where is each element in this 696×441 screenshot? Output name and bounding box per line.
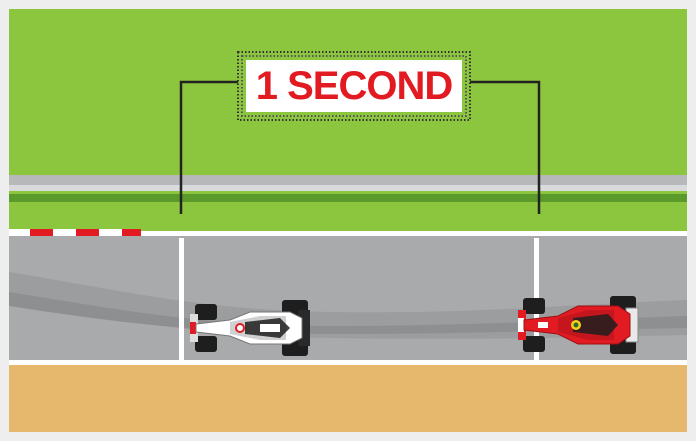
- gap-label: 1 SECOND: [236, 50, 472, 122]
- verge-band: [9, 175, 687, 185]
- kerb: [9, 229, 141, 236]
- verge-band-light: [9, 185, 687, 191]
- gap-marker-left: [179, 238, 184, 360]
- sand-trap: [9, 365, 687, 432]
- track-bottom-line: [9, 360, 687, 365]
- grass-strip-dark: [9, 194, 687, 202]
- gap-label-text: 1 SECOND: [256, 66, 453, 106]
- gap-label-background: 1 SECOND: [246, 60, 463, 112]
